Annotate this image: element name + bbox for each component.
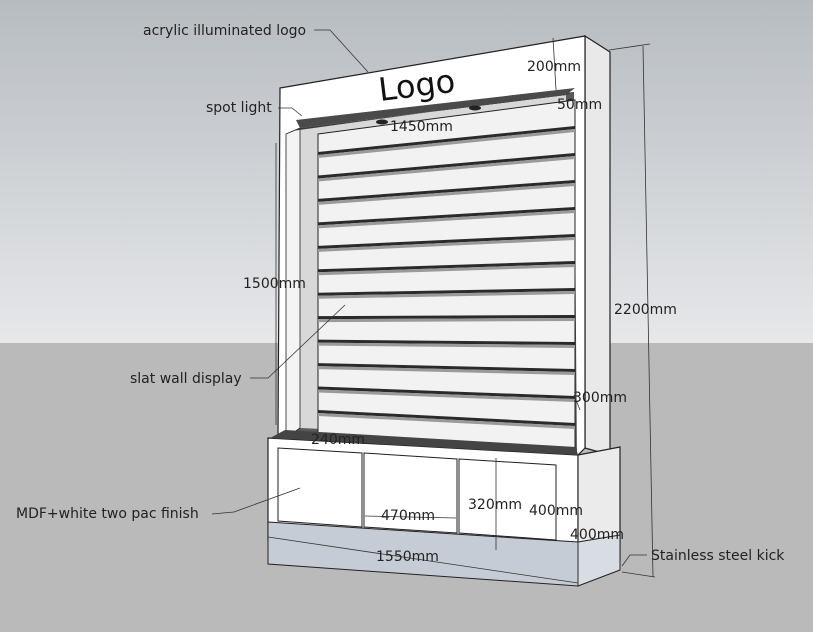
cabinet-door-2: [363, 452, 458, 534]
dim-frame-depth: 50mm: [557, 97, 602, 113]
leader-acrylic-logo: [314, 29, 369, 73]
dimension-lines: [267, 37, 656, 586]
dim-door-height: 400mm: [529, 503, 583, 519]
spot-light-1: [376, 119, 388, 125]
dim-header-height: 200mm: [527, 59, 581, 75]
slat-groove: [318, 339, 575, 345]
slat-rail: [318, 264, 575, 276]
slat-rail: [318, 389, 575, 402]
dim-line-total-height: [642, 45, 654, 578]
dim-base-height: 400mm: [570, 527, 624, 543]
slat-rail: [318, 237, 575, 252]
slat-rail: [318, 342, 575, 348]
leader-lines: [211, 29, 647, 567]
leader-slat-wall: [250, 304, 346, 379]
slat-rail: [318, 210, 575, 229]
leader-mdf-finish: [211, 487, 301, 515]
slat-rail: [318, 366, 575, 375]
slat-groove: [318, 234, 575, 249]
slat-rows: [318, 126, 575, 429]
dim-door-width: 470mm: [381, 508, 435, 524]
slat-groove: [318, 288, 575, 296]
dim-inner-width: 1450mm: [390, 119, 453, 135]
slat-groove: [318, 261, 575, 273]
slat-groove: [318, 386, 575, 399]
dim-line-total-width: [267, 536, 579, 584]
logo-text: Logo: [376, 62, 457, 109]
slat-groove: [318, 363, 575, 372]
slat-groove: [318, 153, 575, 179]
slat-groove: [318, 180, 575, 202]
dim-counter-depth: 240mm: [311, 432, 365, 448]
slat-rail: [318, 156, 575, 182]
slat-rail: [318, 291, 575, 299]
slat-rail: [318, 318, 575, 323]
dim-slat-height: 1500mm: [243, 276, 306, 292]
label-acrylic-logo: acrylic illuminated logo: [143, 23, 306, 39]
slat-rail: [318, 413, 575, 429]
header-underside: [296, 88, 575, 128]
slat-rail: [318, 129, 575, 158]
leader-spot-light: [278, 107, 303, 117]
dim-line-side-offset: [573, 394, 581, 411]
dim-line-header: [552, 37, 557, 91]
label-mdf-finish: MDF+white two pac finish: [16, 506, 199, 522]
label-stainless-kick: Stainless steel kick: [651, 548, 785, 564]
dim-tick-top: [608, 43, 651, 51]
slat-groove: [318, 410, 575, 426]
slat-groove: [318, 126, 575, 155]
dim-door-inner-height: 320mm: [468, 497, 522, 513]
dim-total-height: 2200mm: [614, 302, 677, 318]
cabinet-door-1: [277, 447, 363, 528]
slat-rail: [318, 183, 575, 205]
spot-light-2: [469, 105, 481, 111]
slat-groove: [318, 207, 575, 226]
dim-tick-bottom: [621, 571, 656, 578]
counter-top-shadow: [270, 430, 578, 455]
dim-line-door-width: [364, 515, 457, 519]
dim-side-offset: 300mm: [573, 390, 627, 406]
cabinet-door-3: [458, 458, 557, 541]
dim-total-width: 1550mm: [376, 549, 439, 565]
label-spot-light: spot light: [206, 100, 272, 116]
label-slat-wall: slat wall display: [130, 371, 242, 387]
leader-stainless-kick: [621, 554, 647, 567]
slat-groove: [318, 315, 575, 320]
